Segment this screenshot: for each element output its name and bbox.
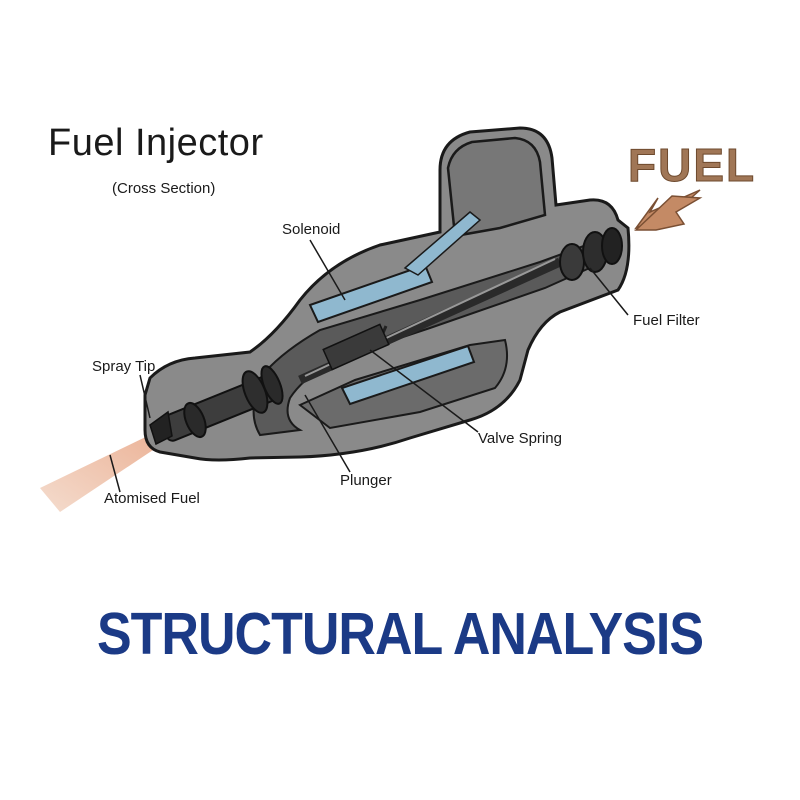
leader-solenoid [309,239,346,301]
leader-fuel-filter [589,267,629,316]
label-solenoid: Solenoid [282,221,341,238]
label-spray-tip: Spray Tip [92,358,156,375]
label-atomised-fuel: Atomised Fuel [104,490,200,507]
plunger-nozzle [149,365,284,446]
connector-housing [446,136,547,238]
valve-spring [322,323,390,371]
inner-cavity [252,238,614,437]
leader-atomised-fuel [109,454,121,493]
solenoid-coil-lower [340,344,476,406]
fuel-arrow-head [634,195,703,231]
leader-plunger [304,394,351,473]
solenoid-coil-upper [308,263,434,324]
leader-valve-spring [369,349,479,433]
diagram-title: Fuel Injector [48,122,264,164]
label-valve-spring: Valve Spring [478,430,562,447]
structural-analysis-banner: STRUCTURAL ANALYSIS [96,601,704,668]
spray-cone [40,430,165,512]
diagram-subtitle: (Cross Section) [112,180,216,197]
fuel-filter [559,227,623,281]
solenoid-wire-channel [403,211,482,276]
label-plunger: Plunger [340,472,392,489]
leader-spray-tip [139,374,151,419]
label-fuel-filter: Fuel Filter [633,312,700,329]
fuel-inlet-label: FUEL [627,139,757,192]
